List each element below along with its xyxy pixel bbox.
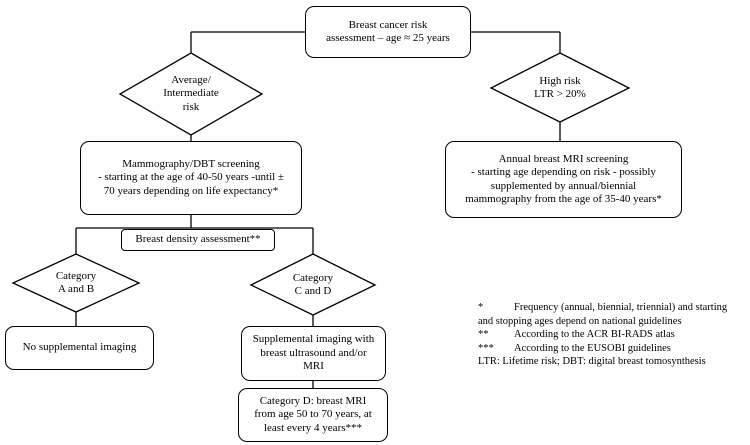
decision-cd-line-2: C and D — [294, 285, 332, 297]
footnote-1: * Frequency (annual, biennial, triennial… — [478, 301, 750, 315]
footnote-3: *** According to the EUSOBI guidelines — [478, 342, 750, 356]
decision-high-line-1: High risk — [539, 74, 581, 87]
decision-high-line-2: LTR > 20% — [534, 88, 586, 100]
supplemental-line-1: Supplemental imaging with — [252, 333, 375, 346]
supplemental-line-2: breast ultrasound and/or — [260, 346, 367, 359]
decision-cd-diamond — [249, 253, 377, 316]
decision-ab-diamond — [11, 253, 141, 313]
decision-average-label: Average/ Intermediate risk — [130, 66, 252, 122]
supplemental-line-3: MRI — [303, 360, 324, 373]
footnote-1-line-2: and stopping ages depend on national gui… — [478, 315, 682, 327]
density-assessment-text: Breast density assessment** — [135, 233, 261, 246]
category-d-line-2: from age 50 to 70 years, at — [254, 408, 372, 421]
mri-screening-box: Annual breast MRI screening - starting a… — [445, 141, 682, 218]
mammography-line-3: 70 years depending on life expectancy* — [103, 184, 279, 197]
decision-average-line-1: Average/ — [171, 73, 211, 86]
decision-average-line-2: Intermediate — [163, 87, 219, 100]
footnote-2: ** According to the ACR BI-RADS atlas — [478, 328, 750, 342]
decision-shapes — [11, 52, 631, 316]
decision-ab-line-1: Category — [55, 269, 97, 282]
supplemental-imaging-box: Supplemental imaging with breast ultraso… — [241, 326, 386, 381]
decision-cd-line-1: Category — [292, 271, 334, 284]
footnote-legend: * Frequency (annual, biennial, triennial… — [478, 301, 750, 369]
footnote-1-continuation: and stopping ages depend on national gui… — [478, 315, 750, 329]
mammography-line-2: - starting at the age of 40-50 years -un… — [98, 171, 284, 184]
decision-average-line-3: risk — [182, 100, 200, 113]
decision-high-label: High risk LTR > 20% — [500, 70, 620, 106]
start-box: Breast cancer risk assessment – age ≈ 25… — [305, 6, 471, 58]
start-line-2: assessment – age ≈ 25 years — [326, 32, 450, 44]
footnote-abbreviations-text: LTR: Lifetime risk; DBT: digital breast … — [478, 356, 706, 368]
footnote-1-line-1: Frequency (annual, biennial, triennial) … — [514, 302, 728, 313]
no-supplemental-box: No supplemental imaging — [5, 326, 154, 370]
footnote-1-mark: * — [478, 302, 484, 313]
mri-line-1: Annual breast MRI screening — [498, 152, 629, 165]
connector-lines — [75, 31, 561, 388]
footnote-3-text: According to the EUSOBI guidelines — [514, 342, 671, 354]
decision-cd-label: Category C and D — [263, 268, 363, 302]
decision-ab-label: Category A and B — [26, 266, 126, 300]
category-d-line-1: Category D: breast MRI — [259, 394, 367, 407]
decision-average-diamond — [118, 52, 264, 136]
start-line-1: Breast cancer risk — [348, 18, 428, 31]
footnote-abbreviations: LTR: Lifetime risk; DBT: digital breast … — [478, 355, 750, 369]
density-assessment-box: Breast density assessment** — [121, 229, 275, 251]
mammography-line-1: Mammography/DBT screening — [122, 157, 260, 170]
mri-line-4: mammography from the age of 35-40 years* — [465, 193, 662, 205]
category-d-box: Category D: breast MRI from age 50 to 70… — [238, 388, 388, 442]
footnote-3-mark: *** — [478, 342, 494, 354]
decision-ab-line-2: A and B — [57, 283, 95, 295]
category-d-line-3: least every 4 years*** — [263, 421, 363, 434]
mri-line-2: - starting age depending on risk - possi… — [471, 166, 656, 178]
mammography-box: Mammography/DBT screening - starting at … — [80, 141, 302, 215]
mri-line-3: supplemented by annual/biennial — [490, 179, 637, 192]
decision-high-diamond — [489, 52, 631, 123]
no-supplemental-text: No supplemental imaging — [22, 341, 137, 354]
footnote-2-text: According to the ACR BI-RADS atlas — [514, 329, 675, 341]
footnote-2-mark: ** — [478, 329, 489, 341]
